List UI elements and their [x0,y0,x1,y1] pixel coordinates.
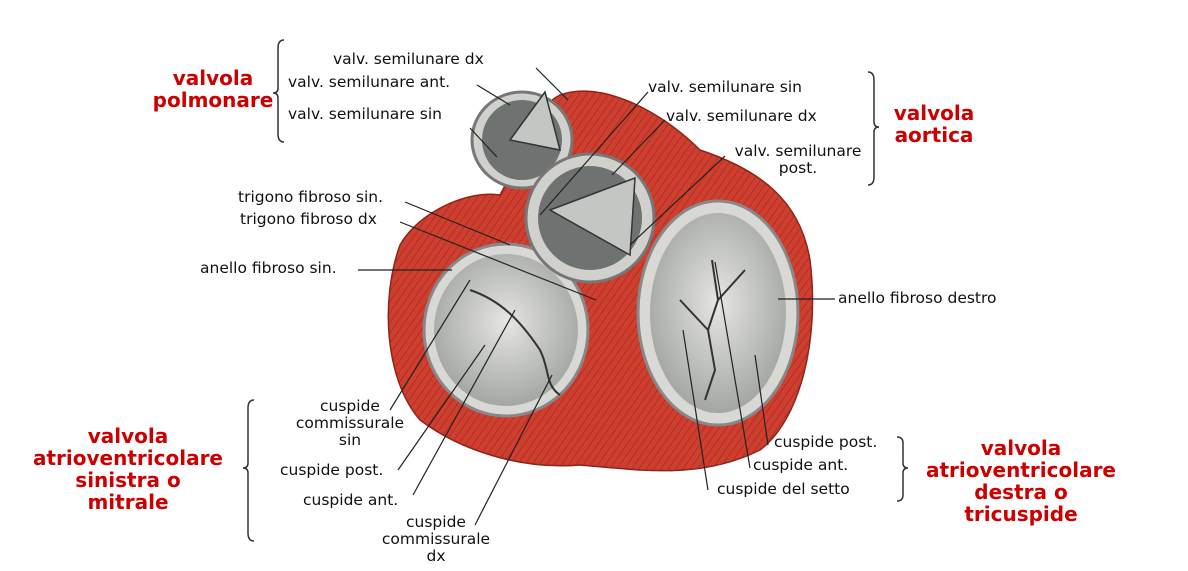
label-line: cuspide [406,513,466,531]
label-anello-sin: anello fibroso sin. [200,259,337,277]
tricuspid-valve [636,199,800,427]
label-tricuspid-setto: cuspide del setto [717,480,850,498]
label-tricuspid-post: cuspide post. [774,433,878,451]
group-tricuspid-valve: valvola atrioventricolare destra o tricu… [910,437,1132,525]
label-line: commissurale [295,414,405,432]
label-line: commissurale [381,530,491,548]
label-pulm-semilunar-sin: valv. semilunare sin [288,105,442,123]
pulmonary-valve [470,90,574,190]
group-line: valvola [87,424,169,448]
label-tricuspid-ant: cuspide ant. [753,456,849,474]
group-line: aortica [894,123,974,147]
label-line: cuspide [320,397,380,415]
label-aort-semilunar-dx: valv. semilunare dx [666,107,817,125]
label-trigono-sin: trigono fibroso sin. [238,188,384,206]
braces [242,39,909,542]
label-mitral-comm-sin: cuspide commissurale sin [280,398,420,449]
aortic-valve [524,152,656,284]
label-pulm-semilunar-ant: valv. semilunare ant. [288,73,451,91]
label-aort-semilunar-post: valv. semilunare post. [724,143,872,177]
group-pulmonary-valve: valvola polmonare [138,67,288,111]
group-aortic-valve: valvola aortica [874,102,994,146]
label-trigono-dx: trigono fibroso dx [240,210,377,228]
label-pulm-semilunar-dx: valv. semilunare dx [333,50,484,68]
label-line: post. [778,159,818,177]
group-line: valvola [980,436,1062,460]
label-line: valv. semilunare [734,142,862,160]
group-line: atrioventricolare [925,458,1116,482]
leader-lines [358,67,835,526]
label-mitral-comm-dx: cuspide commissurale dx [366,514,506,565]
group-line: polmonare [152,88,274,112]
group-line: valvola [172,66,254,90]
group-mitral-valve: valvola atrioventricolare sinistra o mit… [18,425,238,513]
label-mitral-ant: cuspide ant. [303,491,399,509]
group-line: tricuspide [964,502,1078,526]
group-line: destra o [974,480,1068,504]
label-mitral-post: cuspide post. [280,461,384,479]
label-line: dx [426,547,446,565]
group-line: valvola [893,101,975,125]
label-aort-semilunar-sin: valv. semilunare sin [648,78,802,96]
group-line: atrioventricolare [32,446,223,470]
group-line: sinistra o [75,468,181,492]
label-anello-destro: anello fibroso destro [838,289,997,307]
label-line: sin [338,431,362,449]
group-line: mitrale [87,490,169,514]
